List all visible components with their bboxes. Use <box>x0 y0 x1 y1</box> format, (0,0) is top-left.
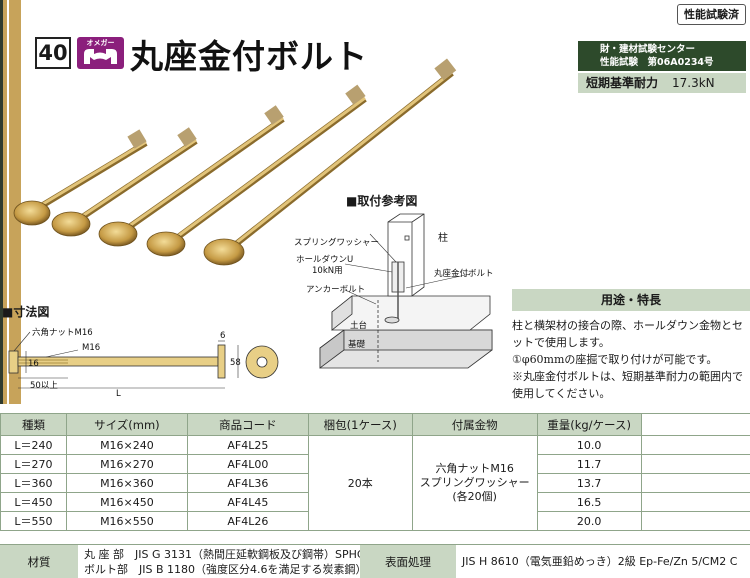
surface-value: JIS H 8610（電気亜鉛めっき）2級 Ep-Fe/Zn 5/CM2 C <box>462 555 738 568</box>
cell-spacer <box>640 492 750 512</box>
dim-thread: M16 <box>82 343 101 353</box>
bolt-550 <box>203 58 457 266</box>
dim-washer-thickness: 6 <box>220 331 226 341</box>
dim-washer-diameter: 58 <box>230 358 241 368</box>
cell-type: L＝550 <box>0 511 67 531</box>
cell-spacer <box>640 511 750 531</box>
product-number: 40 <box>35 37 71 69</box>
header-size: サイズ(mm) <box>65 413 188 436</box>
cell-packing: 20本 <box>307 435 413 531</box>
spec-table: 種類 サイズ(mm) 商品コード 梱包(1ケース) 付属金物 重量(kg/ケース… <box>0 413 750 531</box>
material-row: 材質 丸 座 部 JIS G 3131（熱間圧延軟鋼板及び鋼帯）SPHC ボルト… <box>0 544 750 578</box>
dim-length: L <box>116 389 121 399</box>
omega-logo-icon <box>84 49 117 64</box>
cell-code: AF4L26 <box>186 511 309 531</box>
usage-line-3: ※丸座金付ボルトは、短期基準耐力の範囲内で使用してください。 <box>512 370 743 400</box>
label-foundation: 基礎 <box>348 340 366 350</box>
cell-weight: 16.5 <box>536 492 642 512</box>
cell-accessories: 六角ナットM16 スプリングワッシャー (各20個) <box>411 435 538 531</box>
label-holdown-rating: 10kN用 <box>312 266 343 276</box>
accessory-nut: 六角ナットM16 <box>435 462 514 475</box>
bolt-360 <box>98 105 285 247</box>
cell-spacer <box>640 454 750 474</box>
cell-spacer <box>640 435 750 455</box>
dimension-diagram-heading: ■寸法図 <box>2 305 50 319</box>
cell-type: L＝360 <box>0 473 67 493</box>
install-diagram-heading: ■取付参考図 <box>346 194 418 208</box>
dimension-diagram <box>8 331 279 389</box>
label-post: 柱 <box>438 233 448 244</box>
bolt-450 <box>146 84 367 257</box>
table-header-row: 種類 サイズ(mm) 商品コード 梱包(1ケース) 付属金物 重量(kg/ケース… <box>0 413 750 436</box>
material-text: 丸 座 部 JIS G 3131（熱間圧延軟鋼板及び鋼帯）SPHC ボルト部 J… <box>84 547 367 577</box>
label-sill: 土台 <box>350 321 368 331</box>
material-line-1: 丸 座 部 JIS G 3131（熱間圧延軟鋼板及び鋼帯）SPHC <box>84 548 365 561</box>
cell-code: AF4L45 <box>186 492 309 512</box>
bolt-270 <box>51 127 198 237</box>
page-title: 丸座金付ボルト <box>130 37 368 76</box>
table-row: L＝270 M16×270 AF4L00 11.7 <box>0 454 750 474</box>
usage-text: 柱と横架材の接合の際、ホールダウン金物とセットで使用します。 ①φ60mmの座掘… <box>512 317 748 402</box>
header-spacer <box>640 413 750 436</box>
cell-size: M16×240 <box>65 435 188 455</box>
cell-code: AF4L36 <box>186 473 309 493</box>
brand-logo: オメガー <box>77 37 124 69</box>
dim-hex-nut: 六角ナットM16 <box>32 328 93 338</box>
table-row: L＝360 M16×360 AF4L36 13.7 <box>0 473 750 493</box>
header-type: 種類 <box>0 413 67 436</box>
product-photo <box>13 58 457 266</box>
cell-weight: 20.0 <box>536 511 642 531</box>
dim-nut-height: 16 <box>28 359 39 369</box>
label-anchor-bolt: アンカーボルト <box>306 285 366 295</box>
cell-size: M16×550 <box>65 511 188 531</box>
header-code: 商品コード <box>186 413 309 436</box>
cell-type: L＝450 <box>0 492 67 512</box>
usage-line-2: ①φ60mmの座掘で取り付けが可能です。 <box>512 353 718 366</box>
cert-org-block: 財・建材試験センター 性能試験 第06A0234号 <box>578 41 746 71</box>
cell-size: M16×450 <box>65 492 188 512</box>
material-label: 材質 <box>0 545 78 578</box>
cert-org: 財・建材試験センター <box>600 44 696 55</box>
table-row: L＝450 M16×450 AF4L45 16.5 <box>0 492 750 512</box>
header-packing: 梱包(1ケース) <box>307 413 413 436</box>
surface-label: 表面処理 <box>360 545 456 578</box>
accessory-qty: (各20個) <box>452 490 497 503</box>
usage-heading: 用途・特長 <box>512 289 750 311</box>
accessory-washer: スプリングワッシャー <box>419 476 530 489</box>
label-bolt: 丸座金付ボルト <box>434 269 494 279</box>
label-holdown: ホールダウンU <box>296 255 354 265</box>
brand-name: オメガー <box>86 39 115 47</box>
bolt-240 <box>13 129 148 226</box>
cert-test: 性能試験 第06A0234号 <box>600 57 714 68</box>
cell-spacer <box>640 473 750 493</box>
header-weight: 重量(kg/ケース) <box>536 413 642 436</box>
cell-weight: 11.7 <box>536 454 642 474</box>
certified-badge: 性能試験済 <box>677 4 746 25</box>
cell-code: AF4L00 <box>186 454 309 474</box>
cell-weight: 13.7 <box>536 473 642 493</box>
label-spring-washer: スプリングワッシャー <box>294 238 380 248</box>
cell-type: L＝270 <box>0 454 67 474</box>
cell-size: M16×360 <box>65 473 188 493</box>
material-line-2: ボルト部 JIS B 1180（強度区分4.6を満足する炭素鋼） <box>84 563 367 576</box>
cell-code: AF4L25 <box>186 435 309 455</box>
cell-weight: 10.0 <box>536 435 642 455</box>
usage-line-1: 柱と横架材の接合の際、ホールダウン金物とセットで使用します。 <box>512 319 743 349</box>
side-accent-bar <box>0 0 21 404</box>
table-row: L＝550 M16×550 AF4L26 20.0 <box>0 511 750 531</box>
header-accessories: 付属金物 <box>411 413 538 436</box>
install-diagram <box>319 213 493 369</box>
cell-size: M16×270 <box>65 454 188 474</box>
cell-type: L＝240 <box>0 435 67 455</box>
dim-thread-length: 50以上 <box>30 381 58 391</box>
table-row: L＝240 M16×240 AF4L25 20本 六角ナットM16 スプリングワ… <box>0 435 750 531</box>
